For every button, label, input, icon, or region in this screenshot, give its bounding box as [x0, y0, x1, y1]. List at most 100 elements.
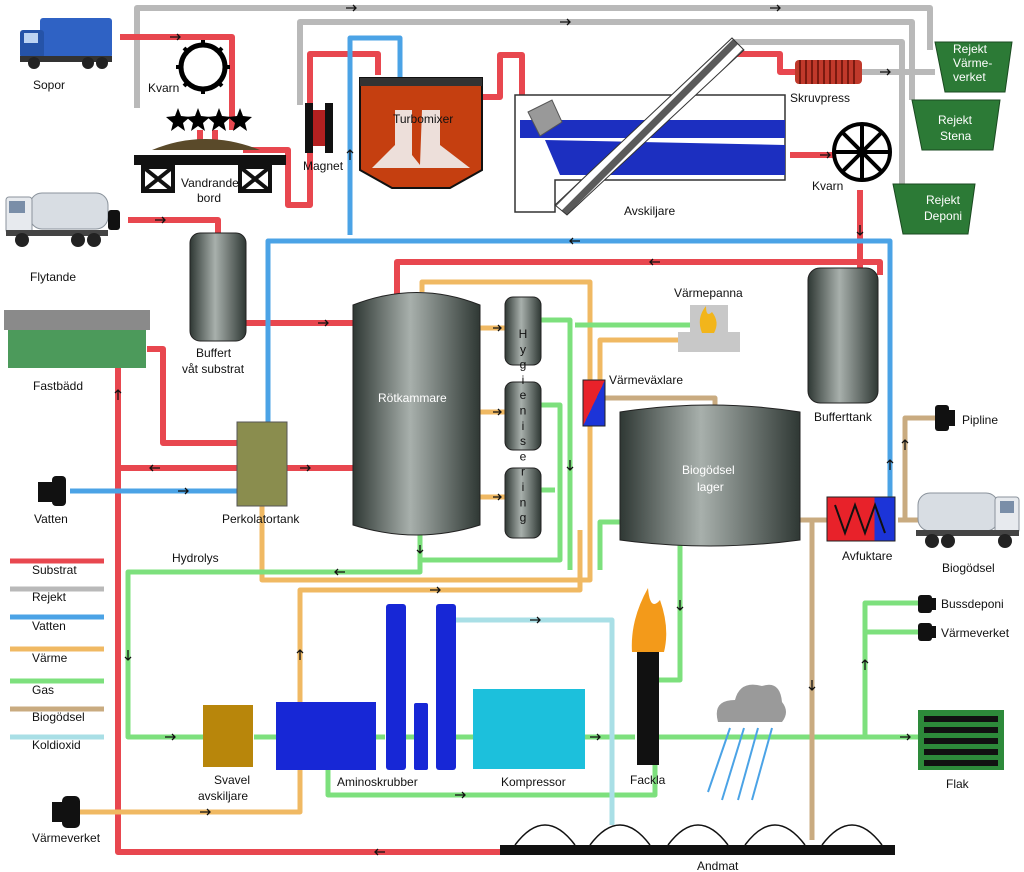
label-svavel-1: Svavel [214, 773, 250, 787]
hygienisering-letter: i [522, 480, 525, 494]
legend-rejekt: Rejekt [32, 590, 67, 604]
hygienisering-letter: e [520, 449, 527, 463]
arrow-right [530, 616, 541, 624]
flow-arrows [114, 4, 911, 856]
arrow-right [900, 733, 911, 741]
label-rejekt-deponi-2: Deponi [924, 209, 962, 223]
koldioxid-pipes [455, 617, 615, 825]
arrow-up [346, 149, 354, 160]
magnet [305, 103, 333, 153]
label-biogodsel-lager-2: lager [697, 480, 724, 494]
label-rejekt-stena-2: Stena [940, 129, 972, 143]
label-flytande: Flytande [30, 270, 76, 284]
label-rejekt-varme-3: verket [953, 70, 986, 84]
label-hydrolys: Hydrolys [172, 551, 219, 565]
varmeverket-left-connector [52, 796, 80, 828]
label-aminoskrubber: Aminoskrubber [337, 775, 418, 789]
legend-biogodsel: Biogödsel [32, 710, 85, 724]
arrow-left [569, 237, 580, 245]
label-kvarn-top: Kvarn [148, 81, 179, 95]
arrow-down [808, 680, 816, 691]
substrat-pipes [115, 34, 883, 855]
vandrande-bord [134, 139, 286, 193]
arrow-right [560, 18, 571, 26]
arrow-up [114, 389, 122, 400]
label-pipline: Pipline [962, 413, 998, 427]
arrow-left [149, 464, 160, 472]
hygienisering-letter: n [520, 495, 527, 509]
arrow-up [886, 459, 894, 470]
label-skruvpress: Skruvpress [790, 91, 850, 105]
biogodsel-truck [916, 492, 1020, 548]
avfuktare [826, 496, 896, 542]
flytande-truck [5, 192, 120, 247]
hygienisering-letter: i [522, 373, 525, 387]
turbomixer [359, 77, 483, 189]
label-kompressor: Kompressor [501, 775, 566, 789]
arrow-right [165, 733, 176, 741]
hygienisering-letter: n [520, 404, 527, 418]
skruvpress [795, 60, 862, 84]
rejekt-pipes [134, 5, 935, 190]
fackla [631, 588, 667, 765]
kvarn-top-ring [176, 40, 230, 94]
text-labels: Sopor Kvarn Vandrande bord Magnet Turbom… [30, 42, 1010, 872]
arrow-right [493, 408, 502, 416]
hygienisering-letter: g [520, 511, 527, 525]
arrow-right [455, 791, 466, 799]
legend-vatten: Vatten [32, 619, 66, 633]
label-turbomixer: Turbomixer [393, 112, 453, 126]
shredder-stars [166, 108, 252, 131]
label-magnet: Magnet [303, 159, 344, 173]
label-fackla: Fackla [630, 773, 666, 787]
arrow-up [861, 659, 869, 670]
arrow-down [856, 225, 864, 236]
arrow-right [200, 808, 211, 816]
label-flak: Flak [946, 777, 970, 791]
label-svavel-2: avskiljare [198, 789, 248, 803]
label-vatten: Vatten [34, 512, 68, 526]
legend-varme: Värme [32, 651, 68, 665]
arrow-right [820, 151, 831, 159]
label-biogodsel-truck: Biogödsel [942, 561, 995, 575]
hygienisering-letter: g [520, 358, 527, 372]
hygienisering-letter: r [521, 465, 525, 479]
fastbadd [4, 310, 150, 368]
hygienisering-tanks [504, 296, 542, 539]
label-fastbadd: Fastbädd [33, 379, 83, 393]
label-rejekt-stena-1: Rejekt [938, 113, 973, 127]
aminoskrubber [276, 604, 456, 770]
arrow-down [124, 650, 132, 661]
hygienisering-letter: s [520, 434, 526, 448]
arrow-right [346, 4, 357, 12]
arrow-right [300, 464, 311, 472]
arrow-right [880, 68, 891, 76]
arrow-right [770, 4, 781, 12]
svavel-avskiljare [203, 705, 253, 767]
pipline-connector [935, 405, 955, 431]
andmat-domes [500, 824, 895, 855]
label-biogodsel-lager-1: Biogödsel [682, 463, 735, 477]
arrow-right [318, 319, 329, 327]
label-rejekt-deponi-1: Rejekt [926, 193, 961, 207]
label-buffert-1: Buffert [196, 346, 232, 360]
label-bufferttank: Bufferttank [814, 410, 873, 424]
label-rejekt-varme-2: Värme- [953, 56, 992, 70]
label-sopor: Sopor [33, 78, 65, 92]
sopor-truck [20, 18, 112, 69]
label-vandrande-2: bord [197, 191, 221, 205]
varmevaxlare [582, 379, 606, 427]
arrow-up [296, 649, 304, 660]
kvarn-right-wheel [832, 122, 892, 182]
arrow-right [493, 324, 502, 332]
label-rotkammare: Rötkammare [378, 391, 447, 405]
label-kvarn-right: Kvarn [812, 179, 843, 193]
bufferttank [807, 267, 879, 404]
arrow-right [590, 733, 601, 741]
label-avfuktare: Avfuktare [842, 549, 893, 563]
label-buffert-2: våt substrat [182, 362, 245, 376]
arrow-up [901, 439, 909, 450]
arrow-right [430, 586, 441, 594]
